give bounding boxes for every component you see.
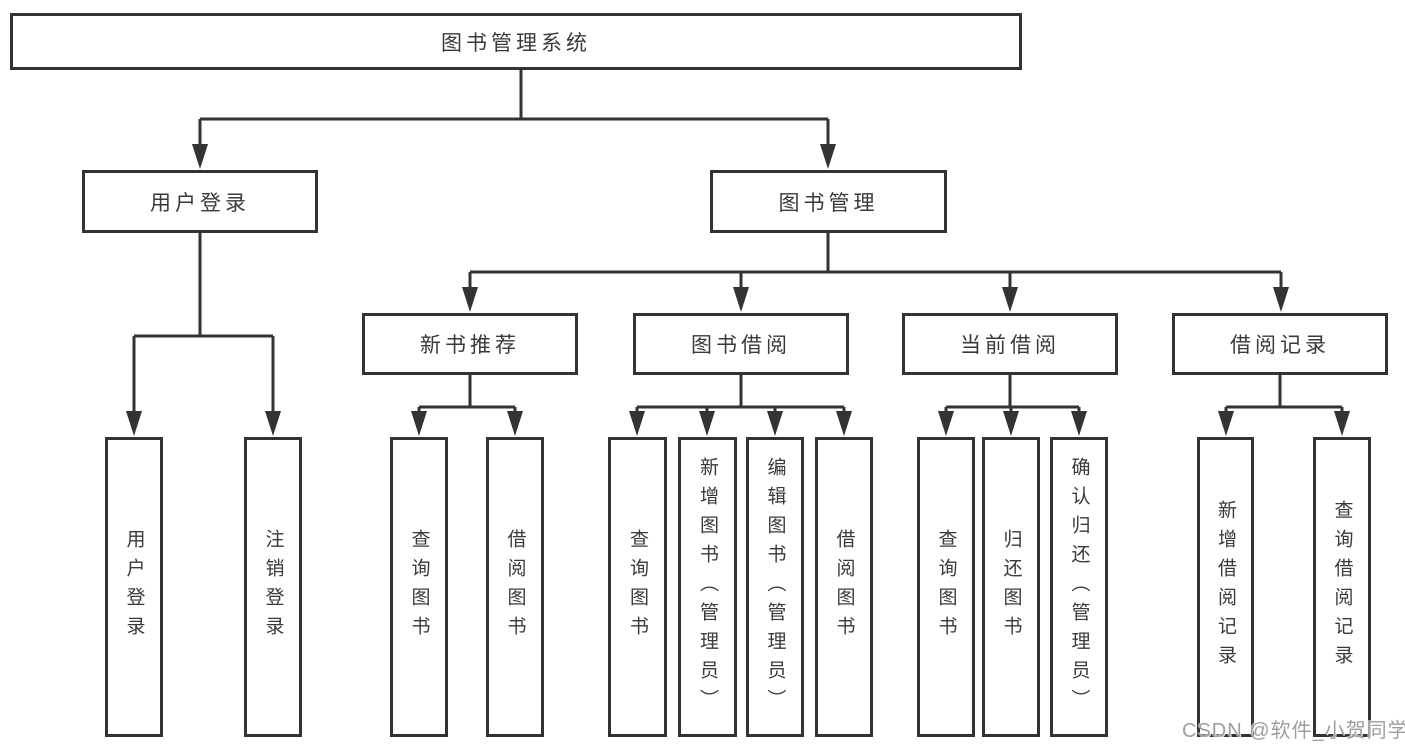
node-label: 确认归还（管理员）	[1068, 456, 1090, 718]
csdn-watermark: CSDN @软件_小贺同学	[1182, 720, 1405, 742]
node-new-book-recommendation: 新书推荐	[362, 313, 578, 375]
node-library-management-system: 图书管理系统	[10, 13, 1022, 70]
leaf-add-book-admin: 新增图书（管理员）	[678, 437, 737, 737]
leaf-query-books-borrow: 查询图书	[608, 437, 667, 737]
node-label: 新书推荐	[420, 334, 520, 357]
node-label: 用户登录	[123, 529, 145, 645]
leaf-logout: 注销登录	[244, 437, 302, 737]
node-label: 当前借阅	[960, 334, 1060, 357]
node-label: 新增借阅记录	[1215, 500, 1236, 674]
node-label: 查询图书	[935, 529, 957, 645]
node-label: 编辑图书（管理员）	[764, 456, 786, 718]
leaf-add-borrow-record: 新增借阅记录	[1197, 437, 1254, 737]
node-label: 借阅记录	[1230, 334, 1330, 357]
node-label: 图书管理	[778, 191, 879, 215]
node-user-login: 用户登录	[82, 170, 318, 233]
leaf-return-book: 归还图书	[982, 437, 1040, 737]
node-label: 查询图书	[627, 529, 648, 645]
node-label: 注销登录	[262, 529, 284, 645]
node-label: 归还图书	[1000, 529, 1022, 645]
node-borrowing-records: 借阅记录	[1172, 313, 1388, 375]
node-label: 图书管理系统	[441, 31, 591, 55]
node-label: 借阅图书	[833, 529, 855, 645]
node-label: 借阅图书	[504, 529, 526, 645]
leaf-query-books-recommend: 查询图书	[390, 437, 448, 737]
node-book-borrowing: 图书借阅	[633, 313, 849, 375]
node-label: 用户登录	[150, 191, 250, 215]
node-current-borrowing: 当前借阅	[902, 313, 1118, 375]
leaf-borrow-books: 借阅图书	[815, 437, 873, 737]
leaf-query-borrow-record: 查询借阅记录	[1313, 437, 1371, 737]
node-book-management: 图书管理	[710, 170, 947, 233]
leaf-edit-book-admin: 编辑图书（管理员）	[746, 437, 804, 737]
leaf-confirm-return-admin: 确认归还（管理员）	[1050, 437, 1108, 737]
leaf-user-login: 用户登录	[105, 437, 163, 737]
node-label: 查询借阅记录	[1331, 500, 1353, 674]
leaf-borrow-books-recommend: 借阅图书	[486, 437, 544, 737]
node-label: 新增图书（管理员）	[697, 456, 718, 718]
node-label: 查询图书	[408, 529, 430, 645]
leaf-query-books-current: 查询图书	[917, 437, 975, 737]
node-label: 图书借阅	[691, 334, 791, 357]
